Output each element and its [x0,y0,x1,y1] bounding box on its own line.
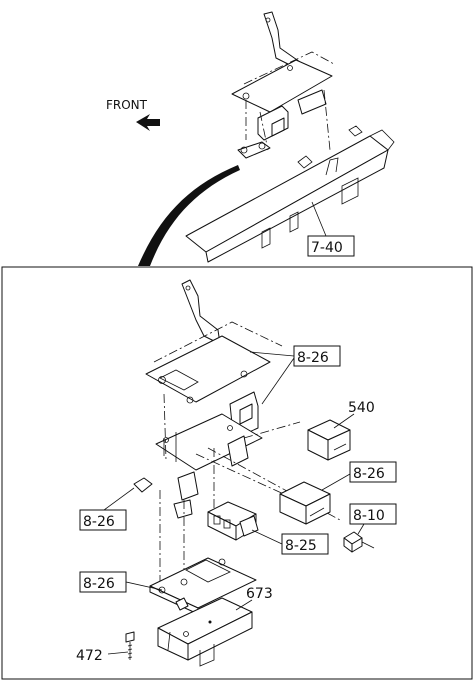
connector-mid-callout-box [281,533,329,555]
detail-view: 8-26 540 8-26 8-10 8-25 8-26 8-26 673 47… [76,279,397,667]
frame-leader [311,201,327,237]
connector-mid-callout: 8-25 [285,538,317,554]
nut-left-callout: 8-26 [83,514,115,530]
bracket-lower-callout: 8-26 [83,576,115,592]
location-view: FRONT [106,11,395,266]
relay-right-callout-box [349,461,397,483]
relay-right-callout: 8-26 [353,466,385,482]
bracket-lower-callout-box [79,571,127,593]
control-unit-part-number: 673 [246,586,273,602]
detail-pointer-arrow [138,165,240,266]
relay-540 [307,419,351,461]
connector-8-25 [207,501,259,541]
relay-right [279,481,331,525]
frame-beam [185,125,395,263]
connector-small-callout: 8-10 [353,508,385,524]
relay-part-number: 540 [348,400,375,416]
control-unit-673 [157,597,253,667]
frame-callout: 7-40 [311,240,343,256]
bolt-472 [125,631,135,660]
nut-left-callout-box [79,509,127,531]
front-arrow-icon [136,114,160,131]
location-bracket [231,11,335,159]
lower-bracket [149,557,257,615]
front-label: FRONT [106,98,148,112]
bolt-part-number: 472 [76,648,103,664]
frame-callout-box [307,235,355,257]
mid-mount [133,413,263,519]
detail-frame [1,266,473,680]
connector-8-10 [343,531,375,553]
bracket-upper-callout-box [293,345,341,367]
upper-bracket [145,279,283,439]
bracket-upper-callout: 8-26 [297,350,329,366]
connector-small-callout-box [349,503,397,525]
